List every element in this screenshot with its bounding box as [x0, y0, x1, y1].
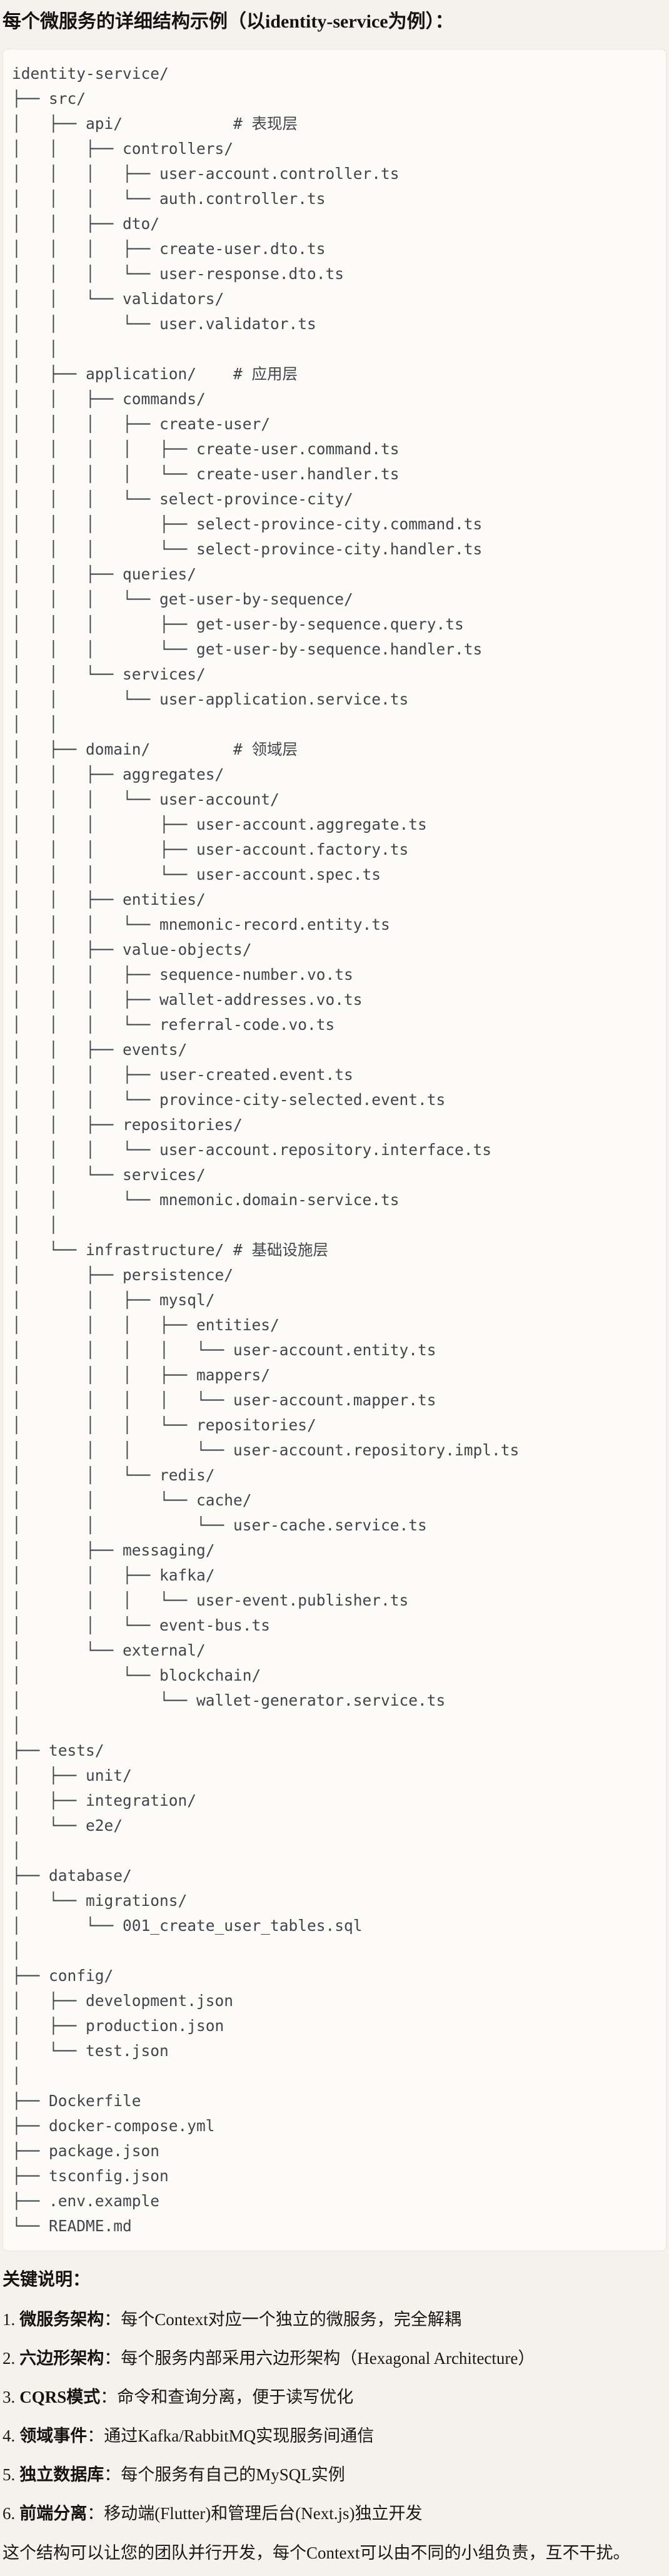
note-term: 六边形架构 — [19, 2349, 104, 2368]
page-title: 每个微服务的详细结构示例（以identity-service为例）： — [3, 11, 454, 32]
note-item: 6.前端分离：移动端(Flutter)和管理后台(Next.js)独立开发 — [3, 2502, 666, 2525]
note-number: 3. — [3, 2388, 16, 2406]
notes-heading: 关键说明： — [3, 2270, 91, 2289]
note-text: ：每个服务有自己的MySQL实例 — [104, 2465, 345, 2484]
note-number: 1. — [3, 2310, 16, 2329]
note-item: 3.CQRS模式：命令和查询分离，便于读写优化 — [3, 2385, 666, 2409]
code-block: identity-service/ ├── src/ │ ├── api/ # … — [3, 49, 666, 2251]
note-item: 5.独立数据库：每个服务有自己的MySQL实例 — [3, 2463, 666, 2487]
note-text: ：每个服务内部采用六边形架构（Hexagonal Architecture） — [104, 2349, 535, 2368]
note-term: 微服务架构 — [19, 2310, 104, 2329]
note-item: 4.领域事件：通过Kafka/RabbitMQ实现服务间通信 — [3, 2424, 666, 2448]
note-item: 2.六边形架构：每个服务内部采用六边形架构（Hexagonal Architec… — [3, 2346, 666, 2370]
note-term: 领域事件 — [19, 2426, 88, 2445]
note-number: 5. — [3, 2465, 16, 2484]
note-text: ：移动端(Flutter)和管理后台(Next.js)独立开发 — [87, 2504, 423, 2523]
note-term: 独立数据库 — [19, 2465, 104, 2484]
note-number: 4. — [3, 2426, 16, 2445]
closing-paragraph: 这个结构可以让您的团队并行开发，每个Context可以由不同的小组负责，互不干扰… — [3, 2543, 630, 2562]
note-number: 6. — [3, 2504, 16, 2523]
note-text: ：命令和查询分离，便于读写优化 — [100, 2388, 354, 2406]
note-term: 前端分离 — [19, 2504, 88, 2523]
document: 每个微服务的详细结构示例（以identity-service为例）： ident… — [3, 9, 666, 2565]
note-term: CQRS模式 — [19, 2388, 101, 2406]
directory-tree: identity-service/ ├── src/ │ ├── api/ # … — [12, 64, 520, 2235]
note-text: ：每个Context对应一个独立的微服务，完全解耦 — [104, 2310, 461, 2329]
note-text: ：通过Kafka/RabbitMQ实现服务间通信 — [87, 2426, 375, 2445]
note-item: 1.微服务架构：每个Context对应一个独立的微服务，完全解耦 — [3, 2308, 666, 2331]
note-number: 2. — [3, 2349, 16, 2368]
